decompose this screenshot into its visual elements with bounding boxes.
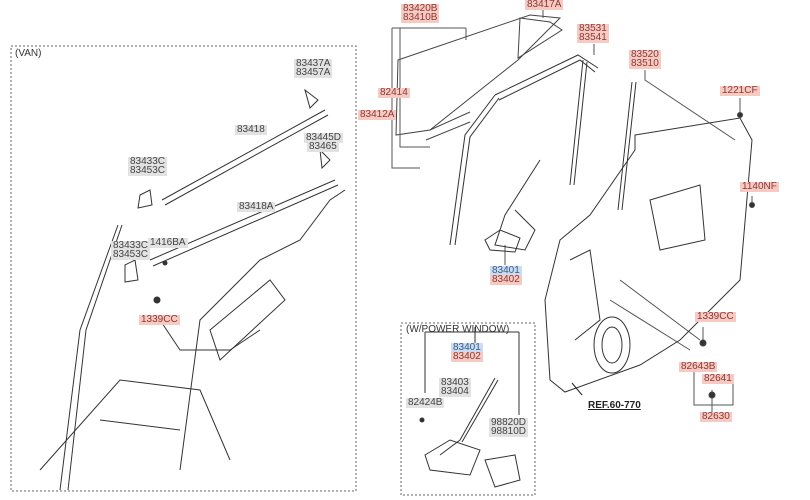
run-channel [449,54,637,246]
part-label-1416BA[interactable]: 1416BA [148,237,188,248]
part-label-83433C[interactable]: 83433C [111,240,151,251]
part-label-83418A[interactable]: 83418A [237,201,276,212]
part-label-83412A[interactable]: 83412A [358,109,397,120]
part-label-82643B[interactable]: 82643B [679,361,718,372]
part-label-83401[interactable]: 83401 [451,342,483,353]
power-window-box-title: (W/POWER WINDOW) [406,324,510,335]
part-label-83401[interactable]: 83401 [490,265,522,276]
part-label-83541[interactable]: 83541 [577,32,609,43]
leader-lines [391,10,753,412]
part-label-82630[interactable]: 82630 [700,411,732,422]
part-label-83417A[interactable]: 83417A [525,0,564,10]
part-label-83445D[interactable]: 83445D [304,132,344,143]
part-label-83531[interactable]: 83531 [577,23,609,34]
door-panel [544,117,753,393]
window-regulator [484,159,541,253]
part-label-98820D[interactable]: 98820D [489,417,529,428]
part-label-83520[interactable]: 83520 [629,49,661,60]
part-label-83453C[interactable]: 83453C [128,165,168,176]
ref-link-60-770[interactable]: REF.60-770 [588,400,641,411]
part-label-1221CF[interactable]: 1221CF [720,85,760,96]
van-box [10,45,357,492]
part-label-98810D[interactable]: 98810D [489,426,529,437]
part-label-83404[interactable]: 83404 [439,386,471,397]
part-label-83453C[interactable]: 83453C [111,249,151,260]
part-label-83433C[interactable]: 83433C [128,156,168,167]
part-label-83410B[interactable]: 83410B [401,12,440,23]
part-label-83420B[interactable]: 83420B [401,3,440,14]
part-label-83457A[interactable]: 83457A [294,67,333,78]
part-label-83510[interactable]: 83510 [629,58,661,69]
part-label-82424B[interactable]: 82424B [406,397,445,408]
van-box-title: (VAN) [15,48,42,59]
part-label-83465[interactable]: 83465 [307,141,339,152]
ref-arrow [571,382,583,396]
part-label-83437A[interactable]: 83437A [294,58,333,69]
part-label-83418[interactable]: 83418 [235,124,267,135]
part-label-83402[interactable]: 83402 [490,274,522,285]
power-window-box [400,322,536,496]
part-label-1339CC[interactable]: 1339CC [139,314,180,325]
part-label-1339CC[interactable]: 1339CC [695,311,736,322]
part-label-82414[interactable]: 82414 [378,87,410,98]
part-label-83402[interactable]: 83402 [451,351,483,362]
part-label-82641[interactable]: 82641 [702,373,734,384]
hardware [699,112,755,399]
van-drawing [39,88,346,491]
part-label-1140NF[interactable]: 1140NF [740,181,779,192]
part-label-83403[interactable]: 83403 [439,377,471,388]
door-glass [395,14,563,141]
